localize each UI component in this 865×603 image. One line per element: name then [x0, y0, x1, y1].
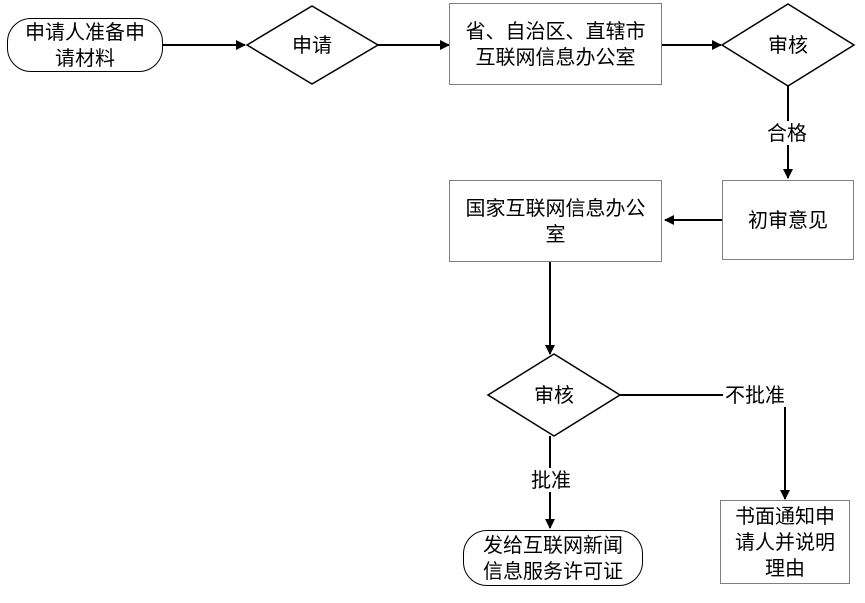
edge-label-qualified: 合格: [765, 121, 809, 145]
edge-label-not-approved: 不批准: [723, 383, 787, 407]
decision-review1-shape: [720, 3, 856, 87]
national-office-node: 国家互联网信息办公 室: [449, 180, 662, 262]
review1-decision: 审核: [768, 33, 808, 57]
decision-review2-shape: [486, 353, 622, 437]
preliminary-opinion-node: 初审意见: [722, 180, 854, 260]
review2-decision: 审核: [534, 383, 574, 407]
provincial-office-node: 省、自治区、直辖市 互联网信息办公室: [449, 3, 662, 85]
apply-decision: 申请: [292, 33, 332, 57]
edge-review2-to-notify: [620, 394, 790, 500]
written-notice-node: 书面通知申 请人并说明 理由: [720, 500, 850, 584]
edge-label-approved: 批准: [529, 468, 573, 492]
start-node: 申请人准备申 请材料: [7, 18, 163, 72]
decision-apply-shape: [245, 5, 380, 85]
issue-license-node: 发给互联网新闻 信息服务许可证: [463, 530, 643, 586]
